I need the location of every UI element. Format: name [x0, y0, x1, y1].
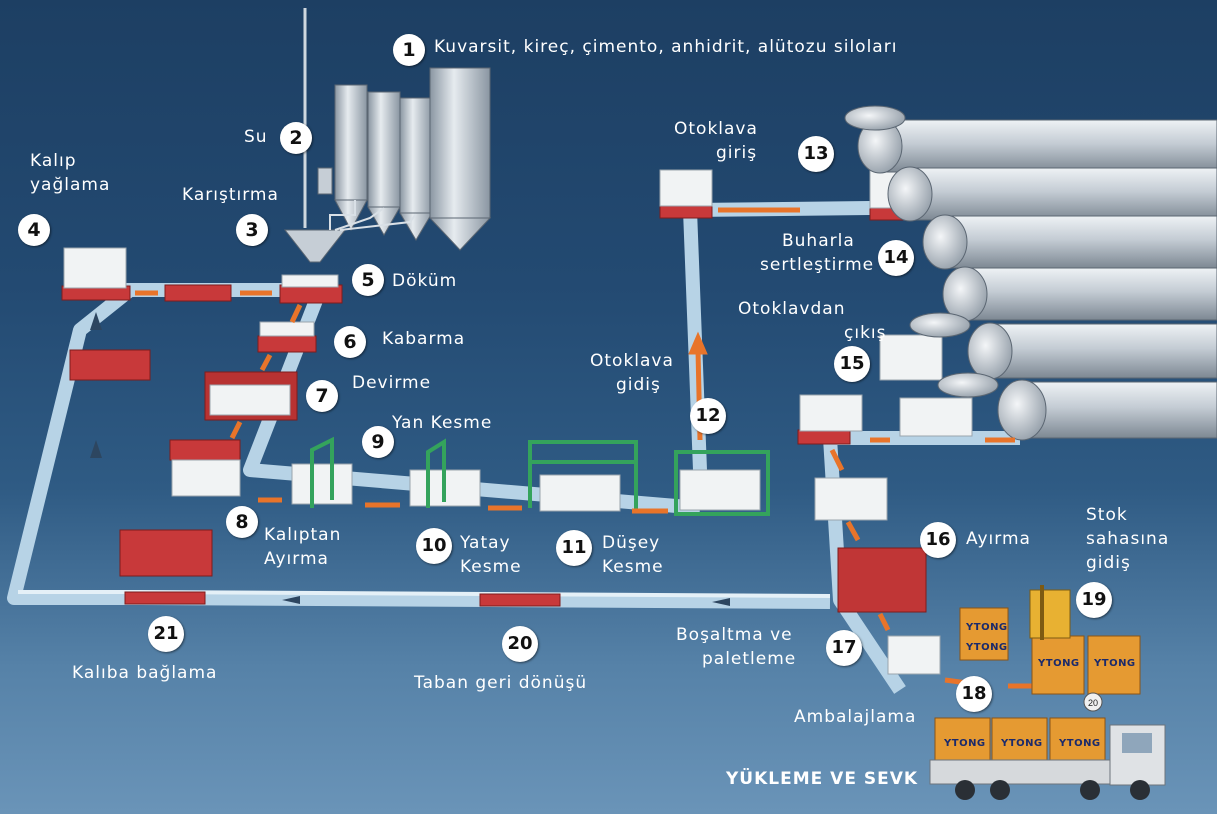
step-label: Kalıp: [30, 151, 77, 171]
step-label: Otoklava: [590, 351, 674, 371]
silos: [303, 8, 492, 251]
step-number: 10: [416, 528, 452, 564]
forklift: [1029, 585, 1071, 640]
step-number: 15: [834, 346, 870, 382]
mixer: [283, 167, 417, 263]
step-label: Kesme: [602, 557, 664, 577]
step-label: Kalıba bağlama: [72, 663, 218, 683]
step-number: 5: [352, 264, 384, 296]
pallet-tag-text: 20: [1088, 698, 1098, 708]
step-label: Su: [244, 127, 268, 147]
step-label: Kabarma: [382, 329, 466, 349]
step-number: 9: [362, 426, 394, 458]
crate-brand: YTONG: [1094, 658, 1136, 669]
crate-brand: YTONG: [966, 622, 1008, 633]
crate-brand: YTONG: [1059, 738, 1101, 749]
step-label: Kesme: [460, 557, 522, 577]
step-number: 21: [148, 616, 184, 652]
cutting-frames: [310, 436, 770, 516]
step-number: 8: [226, 506, 258, 538]
step-label: sahasına: [1086, 529, 1170, 549]
crate-brand: YTONG: [966, 642, 1008, 653]
step-label: çıkış: [844, 323, 887, 343]
step-label: Kalıptan: [264, 525, 342, 545]
step-number: 19: [1076, 582, 1112, 618]
step-label: Kuvarsit, kireç, çimento, anhidrit, alüt…: [434, 37, 898, 57]
step-number: 4: [18, 214, 50, 246]
concrete-blocks: [63, 169, 973, 675]
crate-brand: YTONG: [1001, 738, 1043, 749]
step-number: 1: [393, 34, 425, 66]
step-number: 13: [798, 136, 834, 172]
step-label: paletleme: [702, 649, 797, 669]
step-label: Otoklavdan: [738, 299, 846, 319]
step-label: sertleştirme: [760, 255, 875, 275]
pallet-tag: [1083, 692, 1103, 712]
step-label: Taban geri dönüşü: [414, 673, 588, 693]
autoclaves: [844, 105, 1217, 441]
step-label: Ayırma: [264, 549, 329, 569]
step-label: Karıştırma: [182, 185, 279, 205]
crate-brand: YTONG: [944, 738, 986, 749]
step-number: 12: [690, 398, 726, 434]
step-label: Döküm: [392, 271, 458, 291]
step-label: Devirme: [352, 373, 432, 393]
step-label: Düşey: [602, 533, 661, 553]
crate-brand: YTONG: [1038, 658, 1080, 669]
step-label: Boşaltma ve: [676, 625, 793, 645]
step-label: Otoklava: [674, 119, 758, 139]
truck: [929, 724, 1166, 800]
flow-arrows: [135, 207, 1035, 689]
step-label: Yan Kesme: [392, 413, 493, 433]
return-arrows: [90, 312, 730, 606]
step-number: 11: [556, 530, 592, 566]
loading-label: YÜKLEME VE SEVK: [726, 769, 919, 789]
step-label: Yatay: [460, 533, 511, 553]
step-label: Ayırma: [966, 529, 1031, 549]
step-number: 17: [826, 630, 862, 666]
step-number: 3: [236, 214, 268, 246]
step-number: 14: [878, 240, 914, 276]
step-number: 7: [306, 380, 338, 412]
step-label: Buharla: [782, 231, 855, 251]
step-number: 20: [502, 626, 538, 662]
step-label: Ambalajlama: [794, 707, 917, 727]
step-label: gidiş: [616, 375, 661, 395]
molds: [61, 205, 931, 613]
step-label: gidiş: [1086, 553, 1131, 573]
step-label: giriş: [716, 143, 758, 163]
step-number: 6: [334, 326, 366, 358]
step-number: 18: [956, 676, 992, 712]
step-label: Stok: [1086, 505, 1128, 525]
step-number: 2: [280, 122, 312, 154]
step-number: 16: [920, 522, 956, 558]
step-label: yağlama: [30, 175, 111, 195]
